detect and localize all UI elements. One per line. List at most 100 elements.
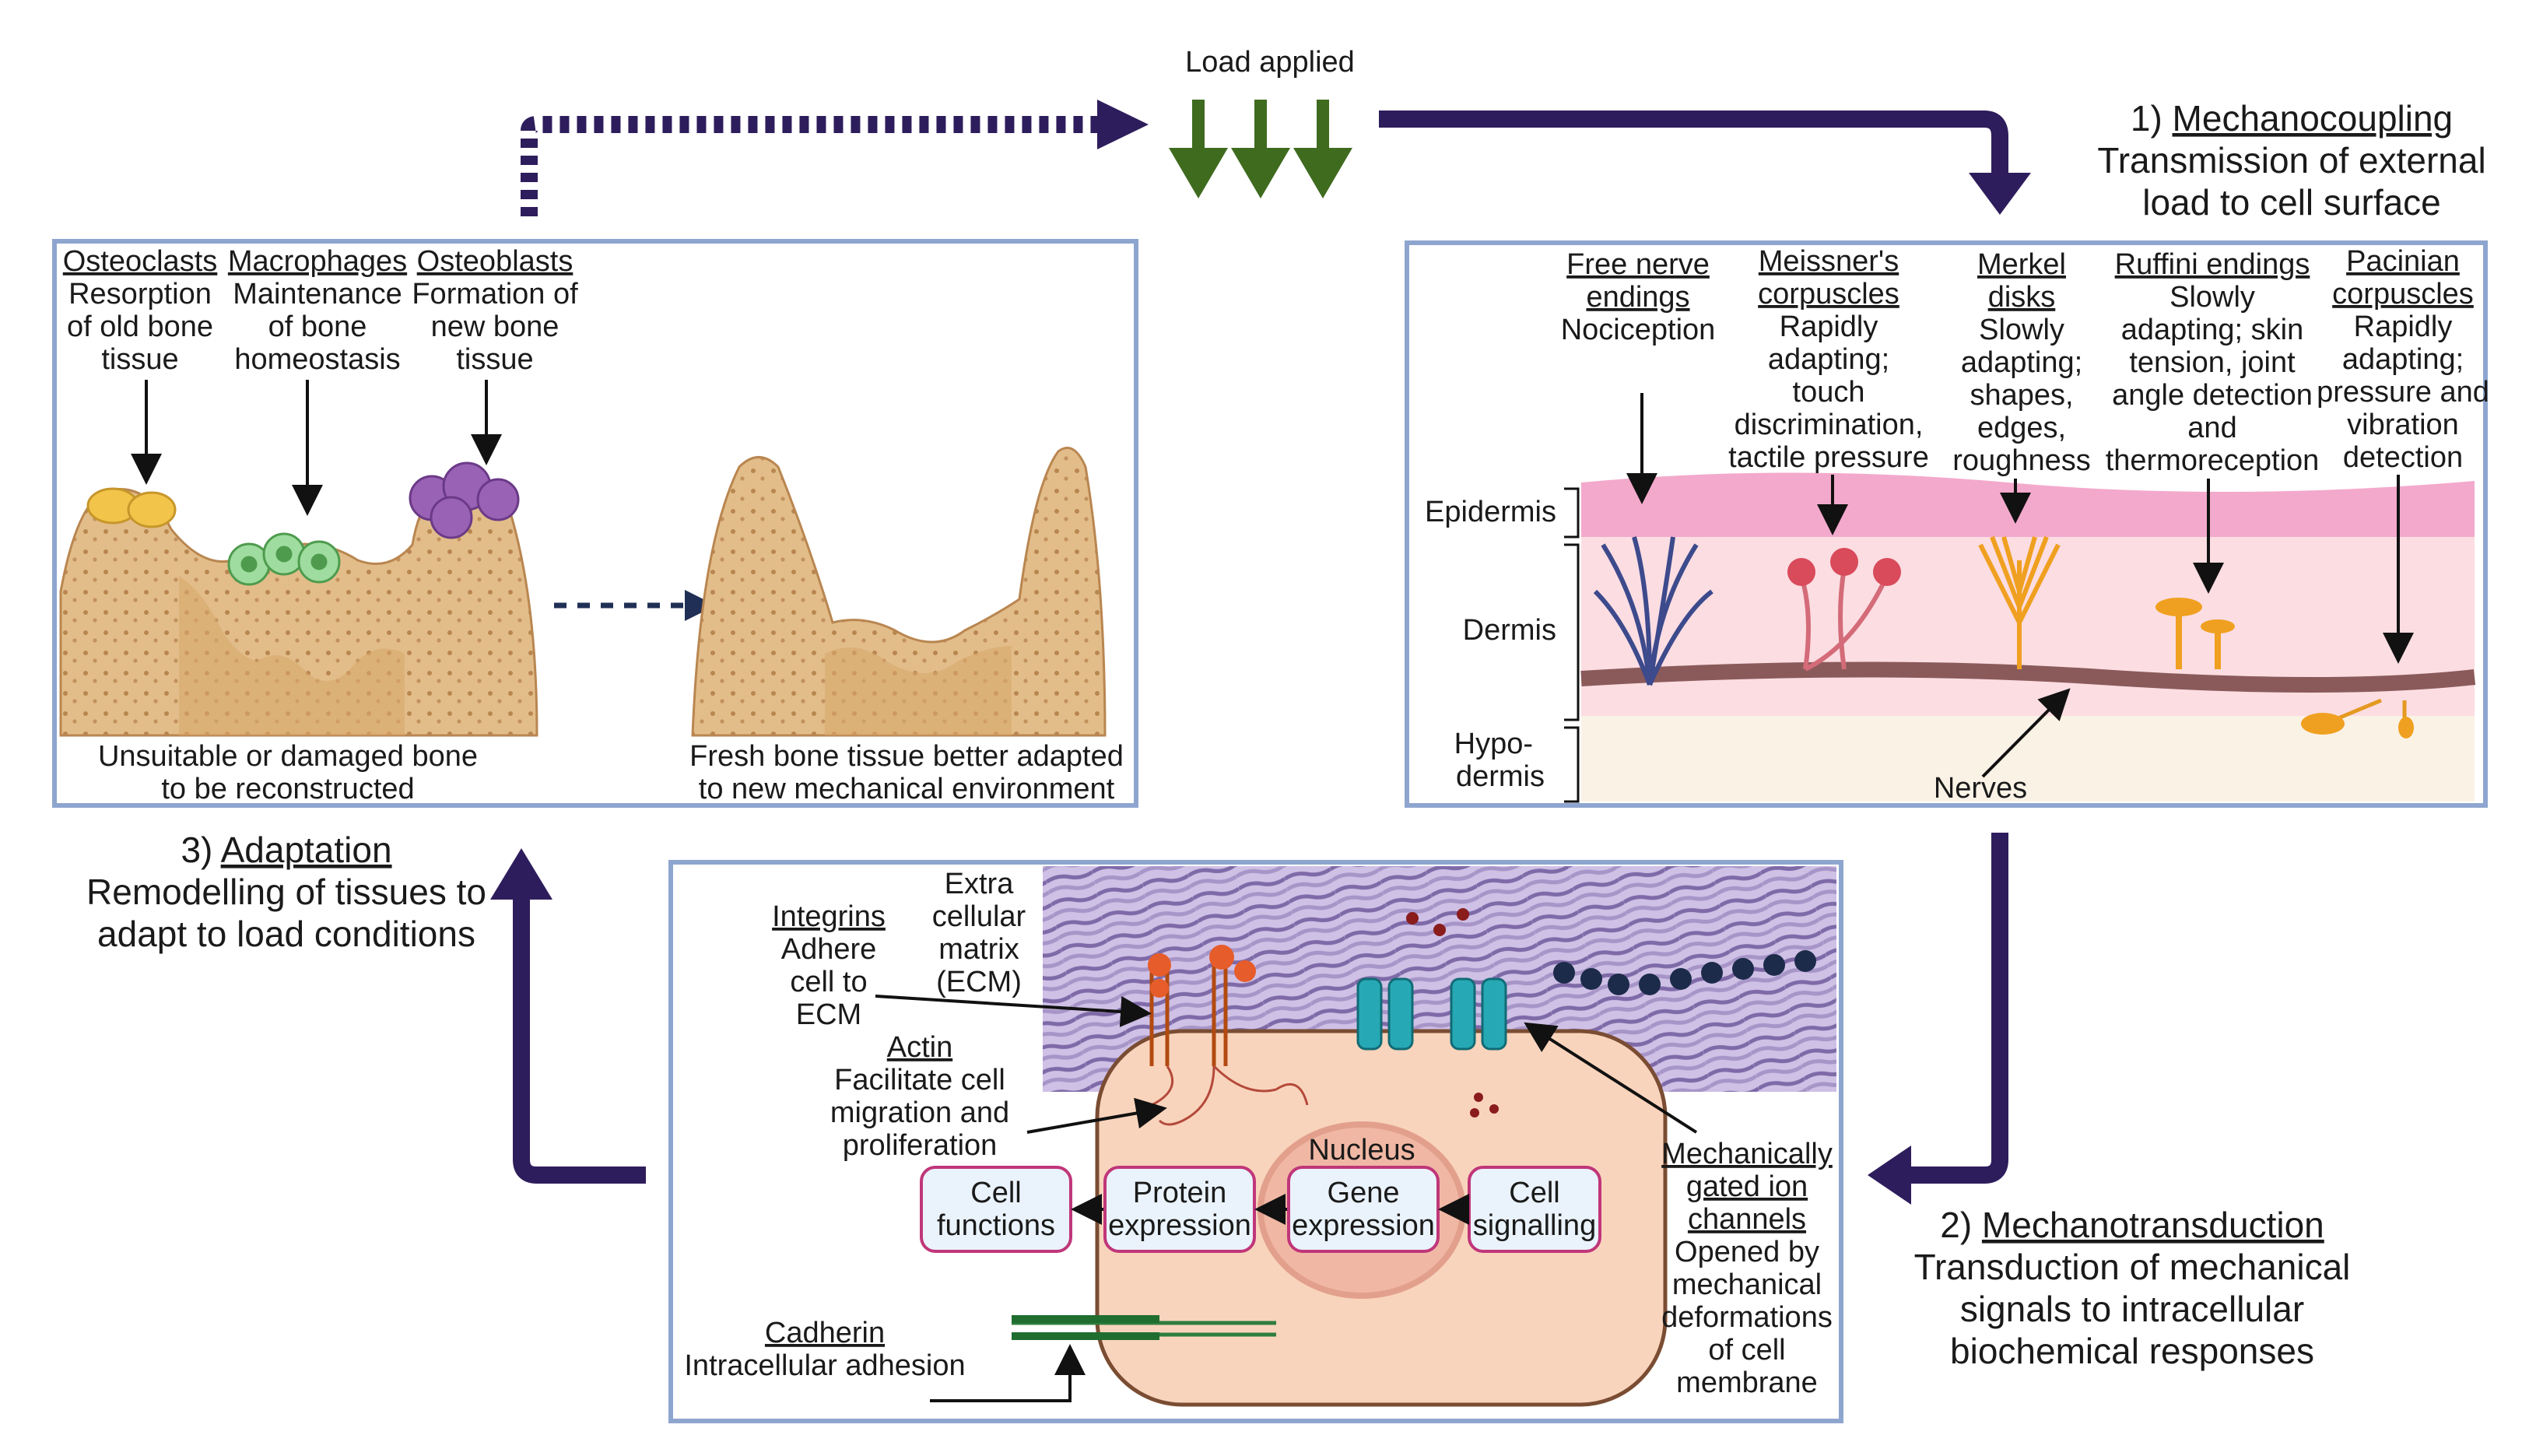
- meissner-line5: tactile pressure: [1728, 441, 1929, 474]
- osteoblasts-line3: tissue: [456, 343, 533, 376]
- stage1-number: 1): [2131, 98, 2162, 139]
- stage1-title: Mechanocoupling: [2173, 98, 2454, 139]
- cell-signalling-line2: signalling: [1473, 1209, 1596, 1242]
- actin-label: Actin Facilitate cell migration and prol…: [830, 1031, 1009, 1162]
- ion-channels-line1: Opened by: [1675, 1236, 1819, 1268]
- bone-transition-arrowhead: [685, 590, 716, 621]
- ion-channels-pointer: [1524, 1022, 1698, 1134]
- ruffini-line3: tension, joint: [2129, 346, 2296, 379]
- ion-channels-title-1: Mechanically: [1661, 1138, 1833, 1170]
- merkel-title-2: disks: [1988, 281, 2056, 314]
- integrins-title: Integrins: [772, 900, 886, 933]
- ecm-line2: cellular: [932, 900, 1026, 933]
- pacinian-line5: detection: [2343, 441, 2463, 474]
- integrins-line2: cell to: [790, 966, 867, 998]
- cell-functions-line1: Cell: [970, 1177, 1021, 1209]
- flow-arrow-3: [513, 895, 646, 1184]
- stage2-line1: Transduction of mechanical: [1914, 1247, 2351, 1287]
- stage1-line1: Transmission of external: [2097, 140, 2485, 181]
- fresh-bone-illustration: [691, 447, 1107, 737]
- ion-channels-illustration: [1356, 977, 1507, 1051]
- free-nerve-title-2: endings: [1586, 281, 1689, 314]
- ruffini-line6: thermoreception: [2106, 444, 2320, 477]
- nerves-label: Nerves: [1934, 772, 2027, 805]
- osteoblasts-line1: Formation of: [412, 278, 578, 310]
- skin-layers: [1580, 472, 2476, 802]
- cadherin-line1: Intracellular adhesion: [684, 1349, 965, 1382]
- ruffini-line4: angle detection: [2112, 379, 2313, 412]
- gene-expression-line2: expression: [1292, 1209, 1435, 1242]
- osteoblasts-line2: new bone: [431, 310, 559, 343]
- flow-arrow-2: [1906, 833, 2008, 1184]
- feedback-dotted-arrow: [521, 116, 1097, 216]
- svg-text:3) Adaptation: 3) Adaptation: [181, 830, 391, 870]
- ecm-line3: matrix: [938, 933, 1019, 966]
- pacinian-line1: Rapidly: [2354, 310, 2453, 343]
- osteoblasts-label: Osteoblasts Formation of new bone tissue: [412, 245, 578, 376]
- stage2-number: 2): [1940, 1205, 1972, 1245]
- integrins-pointer: [875, 995, 1152, 1027]
- cadherin-title: Cadherin: [765, 1317, 885, 1349]
- cadherin-label: Cadherin Intracellular adhesion: [684, 1317, 965, 1382]
- actin-pointer: [1026, 1097, 1167, 1134]
- macrophages-line2: of bone: [268, 310, 367, 343]
- gene-expression-box: Gene expression: [1287, 1166, 1440, 1253]
- ion-channels-title-3: channels: [1688, 1203, 1806, 1236]
- nerves-pointer: [1981, 688, 2071, 778]
- ruffini-label: Ruffini endings Slowly adapting; skin te…: [2106, 248, 2320, 477]
- feedback-dotted-arrowhead: [1097, 100, 1149, 149]
- stage2-title: Mechanotransduction: [1982, 1205, 2324, 1245]
- ion-channels-line4: of cell: [1708, 1334, 1785, 1367]
- protein-expression-line1: Protein: [1133, 1177, 1226, 1209]
- osteoclasts-title: Osteoclasts: [63, 245, 218, 278]
- pacinian-line4: vibration: [2347, 409, 2459, 441]
- fresh-caption-line1: Fresh bone tissue better adapted: [689, 740, 1124, 773]
- stage1-line2: load to cell surface: [2142, 182, 2441, 223]
- merkel-line2: adapting;: [1961, 346, 2082, 379]
- flow-arrowhead-1: [1969, 173, 2031, 215]
- fresh-bone-caption: Fresh bone tissue better adapted to new …: [689, 740, 1124, 805]
- macrophages-line3: homeostasis: [234, 343, 400, 376]
- layer-hypodermis-2: dermis: [1456, 760, 1545, 793]
- layer-epidermis: Epidermis: [1425, 496, 1556, 528]
- integrins-illustration: [1148, 945, 1256, 1066]
- ion-channels-label: Mechanically gated ion channels Opened b…: [1661, 1138, 1833, 1399]
- pacinian-line2: adapting;: [2342, 343, 2464, 376]
- meissner-illustration: [1787, 548, 1901, 672]
- osteoclasts-line1: Resorption: [68, 278, 212, 310]
- damaged-caption-line2: to be reconstructed: [161, 773, 414, 805]
- osteoclasts-label: Osteoclasts Resorption of old bone tissu…: [63, 245, 218, 376]
- osteoclasts-line3: tissue: [101, 343, 178, 376]
- actin-illustration: [1151, 1065, 1309, 1126]
- cell-signalling-line1: Cell: [1509, 1177, 1559, 1209]
- flow-arrowhead-3: [490, 848, 552, 900]
- pacinian-title-2: corpuscles: [2332, 278, 2474, 310]
- ruffini-illustration: [2155, 598, 2235, 669]
- cadherin-illustration: [1012, 1315, 1276, 1340]
- layer-hypodermis-1: Hypo-: [1454, 728, 1533, 760]
- fresh-caption-line2: to new mechanical environment: [699, 773, 1115, 805]
- ecm-line1: Extra: [945, 868, 1015, 900]
- actin-line2: migration and: [830, 1096, 1009, 1129]
- ecm-label: Extra cellular matrix (ECM): [932, 868, 1026, 998]
- stage3-text: 3) Adaptation Remodelling of tissues to …: [86, 830, 486, 954]
- meissner-line1: Rapidly: [1780, 310, 1878, 343]
- integrins-line3: ECM: [796, 998, 861, 1031]
- stage3-line2: adapt to load conditions: [97, 914, 475, 954]
- merkel-line3: shapes,: [1970, 379, 2073, 412]
- gene-expression-line1: Gene: [1328, 1177, 1400, 1209]
- meissner-line3: touch: [1793, 376, 1865, 409]
- pacinian-line3: pressure and: [2317, 376, 2489, 409]
- actin-title: Actin: [887, 1031, 952, 1064]
- stage2-line2: signals to intracellular: [1960, 1289, 2304, 1329]
- load-arrows: [1169, 100, 1352, 198]
- cell-functions-box: Cell functions: [920, 1166, 1072, 1253]
- ecm-line4: (ECM): [936, 966, 1022, 998]
- svg-text:2) Mechanotransduction: 2) Mechanotransduction: [1940, 1205, 2324, 1245]
- damaged-bone-illustration: [59, 461, 538, 737]
- ion-channels-title-2: gated ion: [1686, 1170, 1808, 1203]
- ruffini-line1: Slowly: [2169, 281, 2255, 314]
- meissner-line2: adapting;: [1768, 343, 1889, 376]
- stage3-line1: Remodelling of tissues to: [86, 872, 486, 912]
- stage3-number: 3): [181, 830, 212, 870]
